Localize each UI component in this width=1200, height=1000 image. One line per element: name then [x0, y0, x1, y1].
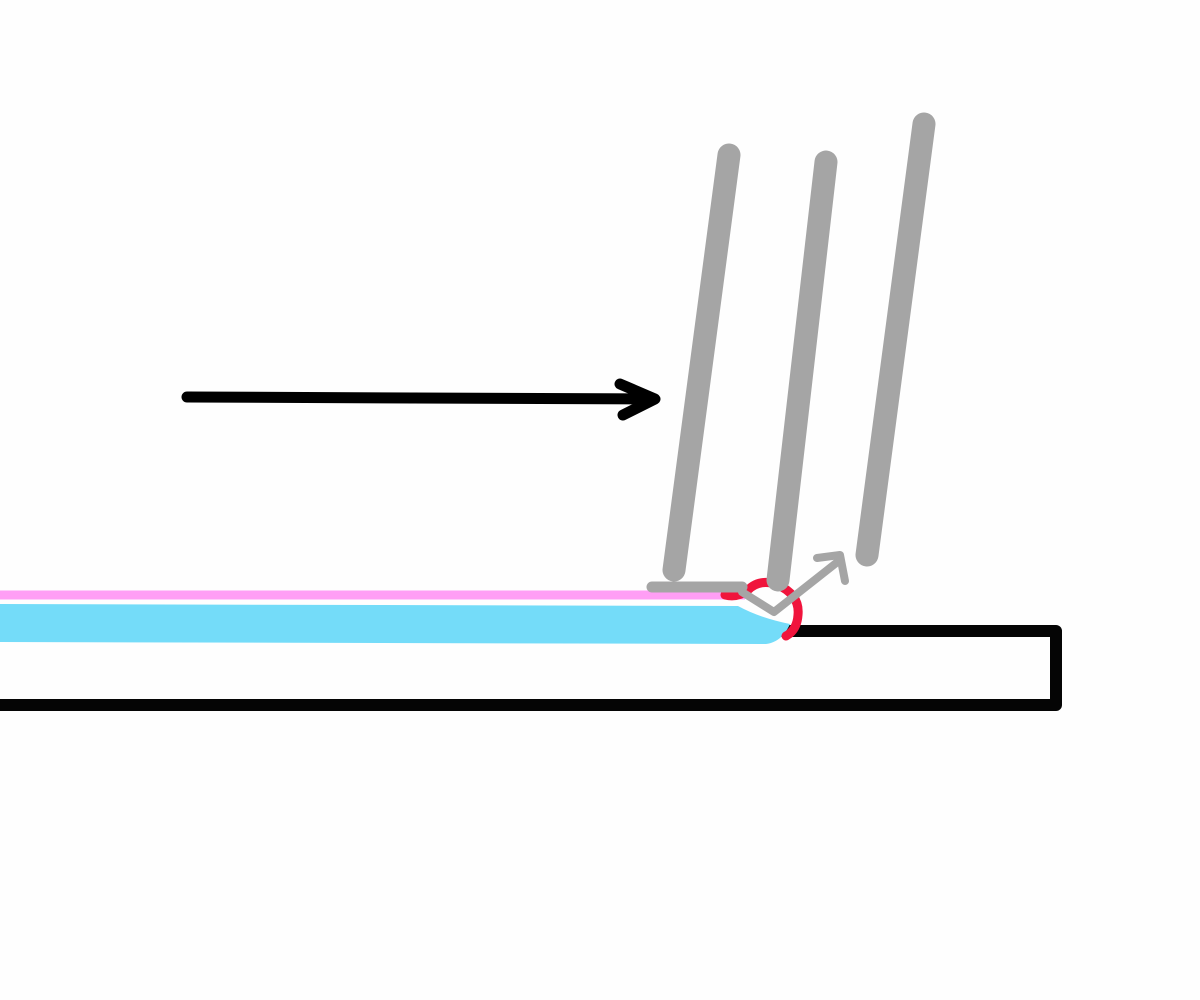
blue-layer — [0, 604, 790, 644]
grey-strokes — [646, 112, 936, 616]
grey-stroke-2 — [766, 150, 838, 592]
grey-stroke-1 — [662, 143, 741, 582]
grey-deflection-path — [738, 556, 844, 616]
arrow-right-icon — [181, 378, 661, 421]
substrate-outline — [0, 625, 1062, 711]
grey-stroke-3 — [855, 112, 936, 567]
grey-arrowhead-icon — [813, 551, 849, 585]
